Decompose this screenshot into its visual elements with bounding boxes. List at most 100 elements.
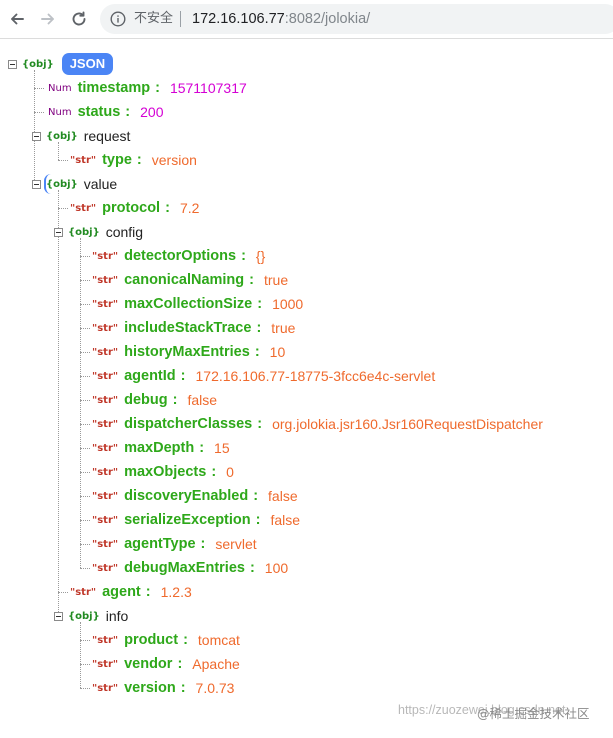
type-tag: "str" xyxy=(92,466,119,478)
collapse-toggle[interactable] xyxy=(32,179,41,189)
tree-value: 100 xyxy=(264,560,289,576)
type-tag: "str" xyxy=(92,370,119,382)
tree-value: false xyxy=(270,512,301,528)
url-host: 172.16.106.77 xyxy=(192,11,285,27)
colon: : xyxy=(253,488,259,504)
tree-line xyxy=(80,256,90,257)
tree-key: vendor xyxy=(124,656,173,672)
tree-key: info xyxy=(105,608,129,624)
tree-line xyxy=(80,376,90,377)
tree-value: 7.2 xyxy=(179,200,200,216)
not-secure-label[interactable]: 不安全 xyxy=(134,11,174,26)
tree-value: 1.2.3 xyxy=(160,584,192,600)
json-root-badge[interactable]: JSON xyxy=(61,53,114,75)
tree-node-status: Num status : 200 xyxy=(48,100,163,124)
type-tag: "str" xyxy=(70,202,97,214)
type-tag: "str" xyxy=(70,154,97,166)
type-tag: "str" xyxy=(92,490,119,502)
tree-key: type xyxy=(102,152,132,168)
type-tag: "str" xyxy=(92,658,119,670)
tree-node-agentId: "str"agentId:172.16.106.77-18775-3fcc6e4… xyxy=(92,364,435,388)
tree-line xyxy=(80,238,81,568)
tree-value: {} xyxy=(255,248,266,264)
tree-line xyxy=(80,568,90,569)
collapse-toggle[interactable] xyxy=(32,131,41,141)
tree-line xyxy=(80,400,90,401)
selection-bracket xyxy=(44,174,52,194)
collapse-toggle[interactable] xyxy=(54,227,63,237)
tree-node-protocol: "str" protocol : 7.2 xyxy=(70,196,199,220)
colon: : xyxy=(257,296,263,312)
type-tag: Num xyxy=(48,82,72,94)
tree-value: true xyxy=(271,320,296,336)
type-tag: "str" xyxy=(92,274,119,286)
colon: : xyxy=(249,560,255,576)
tree-node-version: "str"version:7.0.73 xyxy=(92,676,234,700)
tree-key: canonicalNaming xyxy=(124,272,245,288)
reload-icon[interactable] xyxy=(70,10,88,28)
colon: : xyxy=(200,536,206,552)
tree-line xyxy=(80,304,90,305)
colon: : xyxy=(177,656,183,672)
type-tag: "str" xyxy=(92,346,119,358)
tree-node-canonicalNaming: "str" canonicalNaming: true xyxy=(92,268,288,292)
tree-line xyxy=(80,328,90,329)
tree-line xyxy=(80,544,90,545)
tree-node-root: {obj} JSON xyxy=(8,52,114,76)
tree-value: 0 xyxy=(226,464,234,480)
tree-key: debug xyxy=(124,392,168,408)
type-tag: "str" xyxy=(92,322,119,334)
type-tag: {obj} xyxy=(68,226,100,238)
tree-key: historyMaxEntries xyxy=(124,344,250,360)
tree-line xyxy=(58,208,68,209)
address-bar[interactable]: 不安全 172.16.106.77:8082/jolokia/ xyxy=(100,4,613,34)
tree-key: value xyxy=(83,176,118,192)
address-separator xyxy=(180,11,181,27)
tree-value: tomcat xyxy=(197,632,240,648)
tree-line xyxy=(80,622,81,688)
tree-key: agentId xyxy=(124,368,176,384)
back-arrow-icon[interactable] xyxy=(8,10,26,28)
tree-value: false xyxy=(268,488,298,504)
tree-line xyxy=(80,520,90,521)
tree-value: true xyxy=(264,272,289,288)
colon: : xyxy=(257,416,263,432)
colon: : xyxy=(136,152,142,168)
colon: : xyxy=(125,104,131,120)
tree-key: serializeException xyxy=(124,512,251,528)
tree-key: product xyxy=(124,632,179,648)
type-tag: "str" xyxy=(92,298,119,310)
tree-value: servlet xyxy=(215,536,257,552)
tree-node-agent: "str" agent : 1.2.3 xyxy=(70,580,192,604)
tree-line xyxy=(80,664,90,665)
forward-arrow-icon[interactable] xyxy=(39,10,57,28)
tree-line xyxy=(80,352,90,353)
tree-node-info: {obj} info xyxy=(54,604,128,628)
tree-node-maxDepth: "str"maxDepth:15 xyxy=(92,436,230,460)
tree-node-type: "str" type : version xyxy=(70,148,197,172)
watermark-site: @稀土掘金技术社区 xyxy=(477,706,590,721)
tree-node-timestamp: Num timestamp : 1571107317 xyxy=(48,76,247,100)
url-text[interactable]: 172.16.106.77:8082/jolokia/ xyxy=(192,9,370,29)
colon: : xyxy=(172,392,178,408)
tree-node-dispatcherClasses: "str"dispatcherClasses:org.jolokia.jsr16… xyxy=(92,412,543,436)
type-tag: "str" xyxy=(92,514,119,526)
tree-key: dispatcherClasses xyxy=(124,416,253,432)
info-icon[interactable] xyxy=(110,11,126,27)
collapse-toggle[interactable] xyxy=(8,59,17,69)
colon: : xyxy=(241,248,246,264)
tree-value: version xyxy=(151,152,197,168)
collapse-toggle[interactable] xyxy=(54,611,63,621)
colon: : xyxy=(249,272,254,288)
tree-line xyxy=(34,88,44,89)
tree-key: maxObjects xyxy=(124,464,207,480)
type-tag: Num xyxy=(48,106,72,118)
tree-line xyxy=(80,424,90,425)
colon: : xyxy=(145,584,151,600)
tree-node-vendor: "str"vendor:Apache xyxy=(92,652,240,676)
tree-key: protocol xyxy=(102,200,161,216)
tree-node-product: "str"product:tomcat xyxy=(92,628,240,652)
tree-key: version xyxy=(124,680,176,696)
type-tag: {obj} xyxy=(22,58,54,70)
type-tag: "str" xyxy=(92,394,119,406)
